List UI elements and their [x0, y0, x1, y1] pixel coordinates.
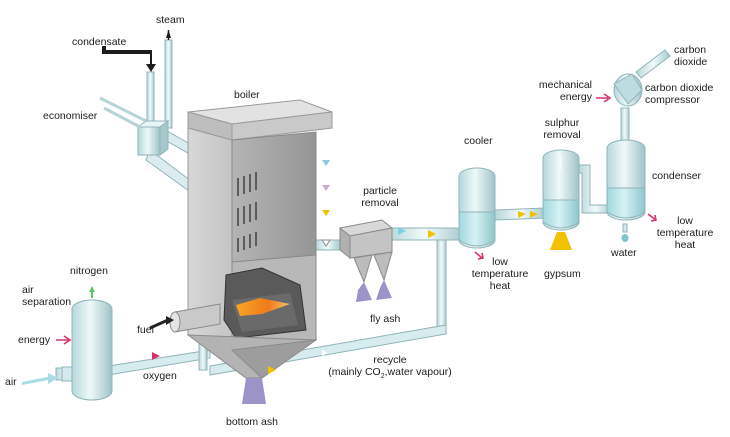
label-mechanical-energy-line1: mechanical — [538, 79, 592, 91]
bottom-ash-heap — [242, 378, 266, 404]
oxygen-arrow — [152, 352, 160, 360]
air-arrow — [22, 373, 58, 385]
label-co2-compressor-line1: carbon dioxide — [645, 82, 714, 94]
label-cooler: cooler — [464, 135, 493, 147]
economiser-unit — [99, 96, 170, 156]
particle-removal-unit — [338, 219, 394, 302]
steam-pipe — [164, 39, 173, 129]
label-recycle: recycle (mainly CO2,water vapour) — [312, 354, 468, 383]
boiler-coils — [237, 172, 257, 252]
cooler-vessel — [458, 167, 496, 249]
sulphur-removal-vessel — [542, 149, 580, 250]
label-ltc-line1: low — [677, 215, 693, 227]
label-fly-ash: fly ash — [370, 313, 401, 325]
label-ltc-line3: heat — [674, 239, 696, 251]
label-air-separation-line2: separation — [22, 296, 72, 308]
label-ltco-line3: heat — [489, 280, 511, 292]
label-carbon-dioxide-line1: carbon — [674, 44, 707, 56]
label-recycle-line2: (mainly CO2,water vapour) — [312, 366, 468, 383]
label-particle-removal-line1: particle — [363, 185, 397, 197]
heat-arrows — [56, 93, 657, 345]
label-condensate: condensate — [72, 36, 127, 48]
label-recycle-prefix: (mainly CO — [328, 366, 381, 378]
condenser-to-compressor-pipe — [620, 107, 630, 143]
label-recycle-sub: 2 — [380, 373, 385, 381]
label-sulphur-removal-line2: removal — [543, 129, 581, 141]
label-gypsum: gypsum — [544, 268, 581, 280]
label-low-temp-heat-condenser: low temperature heat — [655, 215, 715, 251]
condensate-pipe — [146, 71, 155, 126]
label-low-temp-heat-cooler: low temperature heat — [468, 256, 532, 292]
label-air-separation: air separation — [22, 284, 71, 308]
label-sulphur-removal: sulphur removal — [538, 117, 586, 141]
label-particle-removal-line2: removal — [361, 197, 399, 209]
co2-compressor — [613, 73, 643, 107]
fuel-burner — [149, 303, 221, 333]
label-ltco-line2: temperature — [471, 268, 529, 280]
label-co2-compressor-line2: compressor — [645, 94, 700, 106]
label-recycle-suffix: ,water vapour) — [384, 366, 452, 378]
label-condenser: condenser — [652, 170, 702, 182]
condenser-vessel — [606, 139, 646, 242]
boiler-unit — [186, 99, 333, 379]
condensate-arrow — [102, 46, 156, 72]
recycle-arrow — [322, 350, 328, 356]
label-steam: steam — [156, 14, 185, 26]
label-carbon-dioxide-line2: dioxide — [674, 56, 708, 68]
nitrogen-arrow — [89, 286, 95, 298]
label-mechanical-energy-line2: energy — [559, 91, 592, 103]
label-sulphur-removal-line1: sulphur — [544, 117, 580, 129]
label-nitrogen: nitrogen — [70, 265, 108, 277]
label-particle-removal: particle removal — [352, 185, 408, 209]
label-recycle-line1: recycle — [373, 354, 407, 366]
co2-outlet-pipe — [635, 49, 671, 79]
label-ltco-line1: low — [492, 256, 508, 268]
label-boiler: boiler — [234, 89, 260, 101]
label-water: water — [611, 247, 637, 259]
air-separation-vessel — [61, 299, 113, 401]
recycle-pipe-vertical — [436, 239, 447, 334]
label-carbon-dioxide: carbon dioxide — [674, 44, 707, 68]
label-oxygen: oxygen — [143, 370, 177, 382]
flow-arrows — [268, 211, 538, 374]
label-co2-compressor: carbon dioxide compressor — [645, 82, 713, 106]
label-air: air — [5, 376, 17, 388]
label-economiser: economiser — [43, 110, 98, 122]
label-ltc-line2: temperature — [656, 227, 714, 239]
label-mechanical-energy: mechanical energy — [530, 79, 592, 103]
label-bottom-ash: bottom ash — [226, 416, 278, 428]
label-fuel: fuel — [137, 324, 154, 336]
label-energy: energy — [18, 334, 51, 346]
label-air-separation-line1: air — [22, 284, 34, 296]
